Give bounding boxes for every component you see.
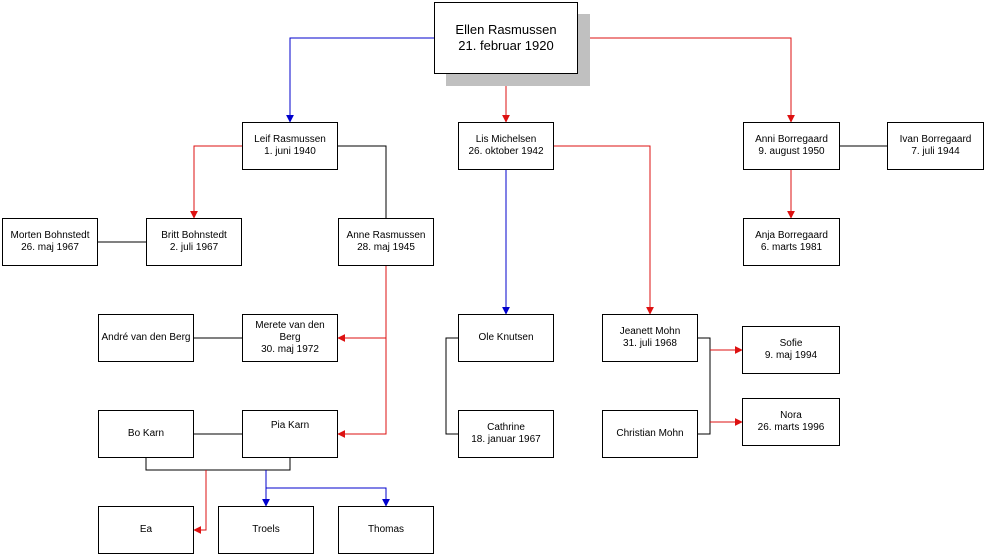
person-name: Christian Mohn bbox=[616, 428, 684, 439]
person-ellen-rasmussen[interactable]: Ellen Rasmussen 21. februar 1920 bbox=[434, 2, 578, 74]
person-name: Jeanett Mohn bbox=[619, 326, 681, 337]
person-name: Thomas bbox=[367, 524, 405, 535]
person-name: Nora bbox=[780, 410, 802, 421]
arrow-karn-thomas bbox=[266, 487, 390, 507]
person-pia-karn[interactable]: Pia Karn bbox=[242, 410, 338, 458]
person-sofie[interactable]: Sofie 9. maj 1994 bbox=[742, 326, 840, 374]
person-name: Lis Michelsen bbox=[475, 134, 537, 145]
person-birthdate: 26. marts 1996 bbox=[757, 422, 825, 433]
person-birthdate: 1. juni 1940 bbox=[264, 146, 316, 157]
person-birthdate: 26. oktober 1942 bbox=[468, 146, 544, 157]
person-anja-borregaard[interactable]: Anja Borregaard 6. marts 1981 bbox=[743, 218, 840, 266]
person-birthdate: 21. februar 1920 bbox=[458, 38, 554, 53]
person-name: Britt Bohnstedt bbox=[161, 230, 227, 241]
person-name: Sofie bbox=[779, 338, 803, 349]
arrow-lis-jeanett bbox=[554, 145, 654, 315]
person-name: Cathrine bbox=[487, 422, 525, 433]
person-lis-michelsen[interactable]: Lis Michelsen 26. oktober 1942 bbox=[458, 122, 554, 170]
person-ivan-borregaard[interactable]: Ivan Borregaard 7. juli 1944 bbox=[887, 122, 984, 170]
person-thomas[interactable]: Thomas bbox=[338, 506, 434, 554]
person-birthdate: 7. juli 1944 bbox=[911, 146, 960, 157]
person-ea[interactable]: Ea bbox=[98, 506, 194, 554]
arrow-ellen-anni bbox=[578, 37, 795, 123]
line-karn-family bbox=[145, 458, 291, 471]
line-leif-anne bbox=[338, 145, 387, 218]
arrow-anne-merete bbox=[337, 266, 387, 342]
person-name: Anne Rasmussen bbox=[346, 230, 426, 241]
person-morten-bohnstedt[interactable]: Morten Bohnstedt 26. maj 1967 bbox=[2, 218, 98, 266]
person-name: Pia Karn bbox=[270, 420, 310, 431]
person-birthdate: 6. marts 1981 bbox=[760, 242, 823, 253]
person-leif-rasmussen[interactable]: Leif Rasmussen 1. juni 1940 bbox=[242, 122, 338, 170]
person-birthdate: 31. juli 1968 bbox=[623, 338, 677, 349]
person-birthdate: 30. maj 1972 bbox=[261, 344, 319, 355]
arrow-karn-ea bbox=[193, 470, 207, 534]
person-cathrine[interactable]: Cathrine 18. januar 1967 bbox=[458, 410, 554, 458]
person-name: Anni Borregaard bbox=[755, 134, 828, 145]
line-ole-cathrine bbox=[445, 337, 458, 435]
person-nora[interactable]: Nora 26. marts 1996 bbox=[742, 398, 840, 446]
person-birthdate: 26. maj 1967 bbox=[21, 242, 79, 253]
arrow-ellen-leif bbox=[286, 37, 434, 123]
person-name: Leif Rasmussen bbox=[254, 134, 326, 145]
person-birthdate: 9. august 1950 bbox=[758, 146, 825, 157]
person-anni-borregaard[interactable]: Anni Borregaard 9. august 1950 bbox=[743, 122, 840, 170]
person-anne-rasmussen[interactable]: Anne Rasmussen 28. maj 1945 bbox=[338, 218, 434, 266]
person-birthdate: 9. maj 1994 bbox=[764, 350, 818, 361]
person-name: Ea bbox=[139, 524, 153, 535]
person-birthdate: 18. januar 1967 bbox=[471, 434, 541, 445]
person-troels[interactable]: Troels bbox=[218, 506, 314, 554]
person-ole-knutsen[interactable]: Ole Knutsen bbox=[458, 314, 554, 362]
person-name: André van den Berg bbox=[101, 332, 191, 343]
line-jeanett-christian bbox=[698, 337, 711, 435]
person-merete-van-den-berg[interactable]: Merete van den Berg 30. maj 1972 bbox=[242, 314, 338, 362]
person-name: Ole Knutsen bbox=[478, 332, 534, 343]
person-birthdate: 28. maj 1945 bbox=[357, 242, 415, 253]
person-name: Morten Bohnstedt bbox=[10, 230, 90, 241]
person-name: Bo Karn bbox=[127, 428, 165, 439]
person-andre-van-den-berg[interactable]: André van den Berg bbox=[98, 314, 194, 362]
person-christian-mohn[interactable]: Christian Mohn bbox=[602, 410, 698, 458]
person-britt-bohnstedt[interactable]: Britt Bohnstedt 2. juli 1967 bbox=[146, 218, 242, 266]
person-birthdate: 2. juli 1967 bbox=[169, 242, 219, 253]
person-name: Ellen Rasmussen bbox=[455, 22, 557, 37]
arrow-anne-pia bbox=[337, 338, 387, 438]
person-name: Ivan Borregaard bbox=[899, 134, 972, 145]
person-jeanett-mohn[interactable]: Jeanett Mohn 31. juli 1968 bbox=[602, 314, 698, 362]
person-bo-karn[interactable]: Bo Karn bbox=[98, 410, 194, 458]
person-name: Anja Borregaard bbox=[755, 230, 828, 241]
arrow-leif-britt bbox=[190, 145, 242, 219]
person-name: Troels bbox=[252, 524, 280, 535]
person-name: Merete van den Berg bbox=[255, 320, 325, 343]
